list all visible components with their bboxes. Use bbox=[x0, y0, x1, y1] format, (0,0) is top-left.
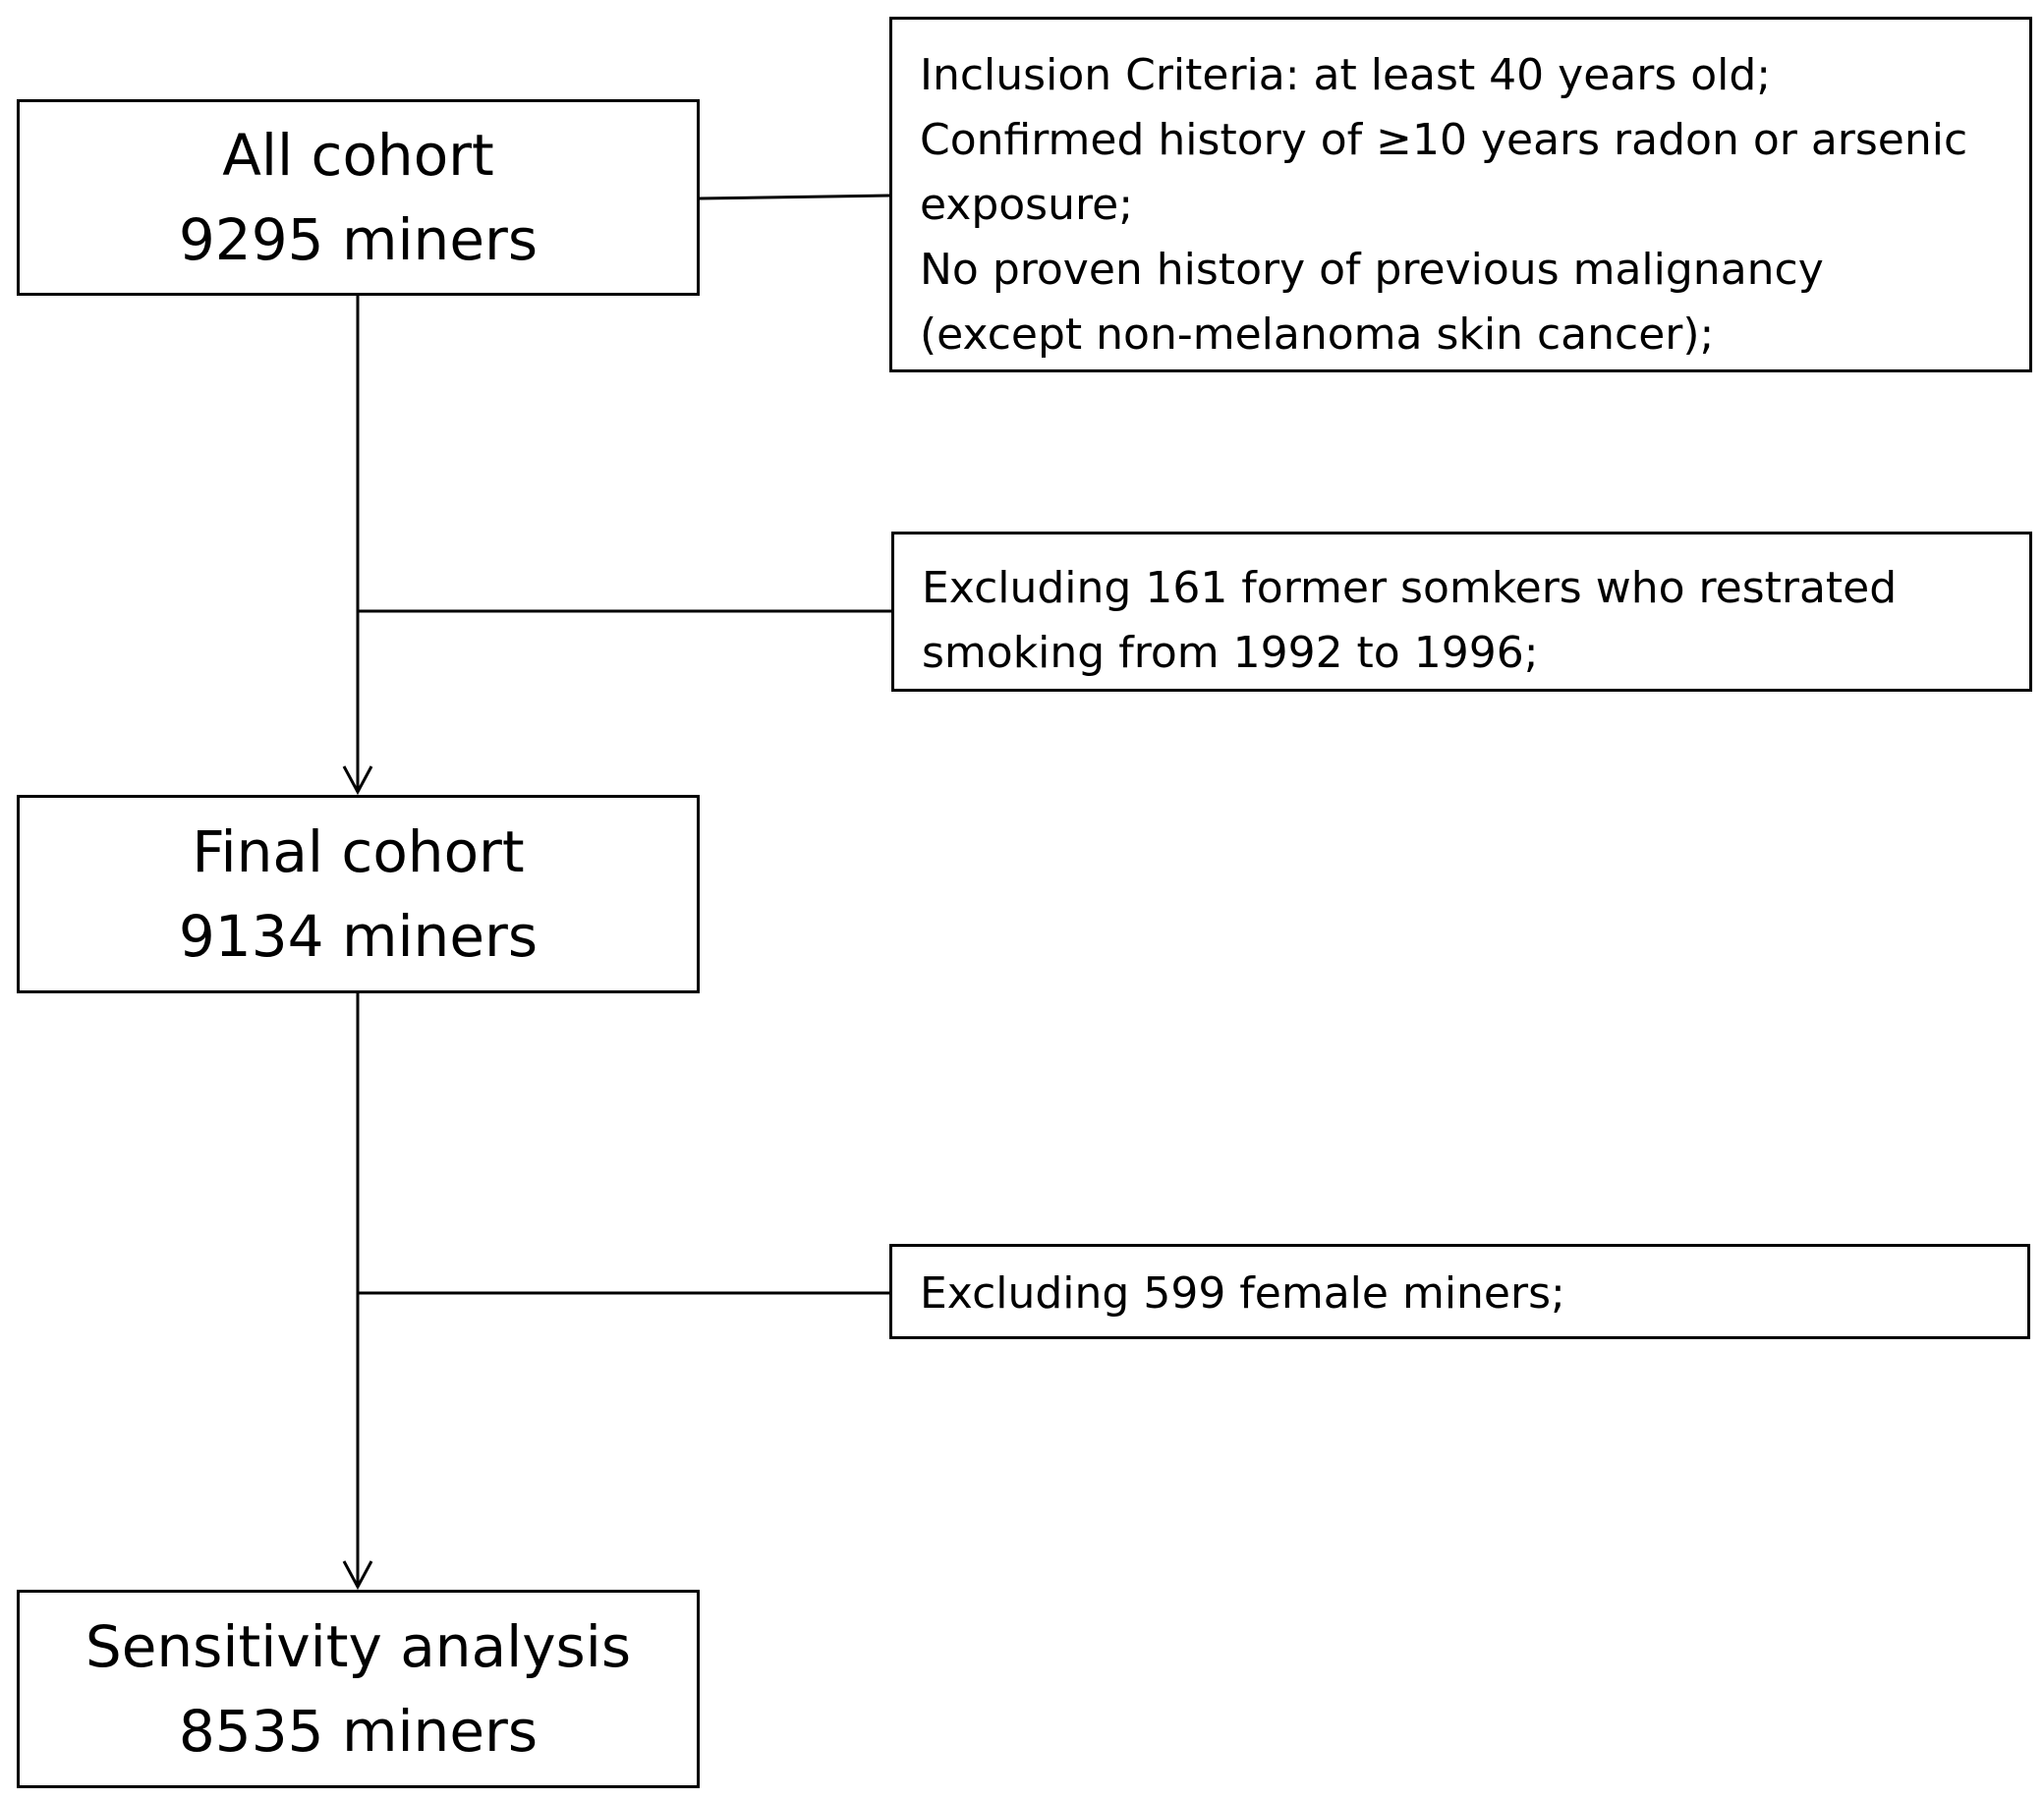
sensitivity-analysis-count: 8535 miners bbox=[178, 1698, 539, 1765]
all-cohort-title: All cohort bbox=[222, 122, 494, 189]
criteria-line: Inclusion Criteria: at least 40 years ol… bbox=[920, 50, 1772, 100]
final-cohort-title: Final cohort bbox=[192, 818, 525, 885]
arrowhead-to-final bbox=[342, 765, 373, 796]
exclusion-1-line: Excluding 161 former somkers who restrat… bbox=[922, 563, 1898, 613]
exclusion-female-miners-box: Excluding 599 female miners; bbox=[889, 1244, 2030, 1339]
final-cohort-box: Final cohort 9134 miners bbox=[17, 795, 700, 993]
exclusion-2-line: Excluding 599 female miners; bbox=[920, 1268, 1565, 1319]
criteria-line: (except non-melanoma skin cancer); bbox=[920, 309, 1715, 360]
sensitivity-analysis-title: Sensitivity analysis bbox=[85, 1613, 632, 1680]
sensitivity-analysis-box: Sensitivity analysis 8535 miners bbox=[17, 1590, 700, 1788]
connector-all-to-criteria bbox=[699, 194, 890, 200]
criteria-line: Confirmed history of ≥10 years radon or … bbox=[920, 115, 1968, 165]
final-cohort-count: 9134 miners bbox=[178, 903, 539, 970]
all-cohort-box: All cohort 9295 miners bbox=[17, 99, 700, 296]
inclusion-criteria-box: Inclusion Criteria: at least 40 years ol… bbox=[889, 17, 2032, 372]
arrowhead-to-sensitivity bbox=[342, 1560, 373, 1591]
criteria-line: exposure; bbox=[920, 180, 1134, 230]
exclusion-former-smokers-box: Excluding 161 former somkers who restrat… bbox=[891, 532, 2032, 692]
exclusion-1-line: smoking from 1992 to 1996; bbox=[922, 628, 1539, 678]
criteria-line: No proven history of previous malignancy bbox=[920, 245, 1824, 295]
all-cohort-count: 9295 miners bbox=[178, 206, 539, 273]
